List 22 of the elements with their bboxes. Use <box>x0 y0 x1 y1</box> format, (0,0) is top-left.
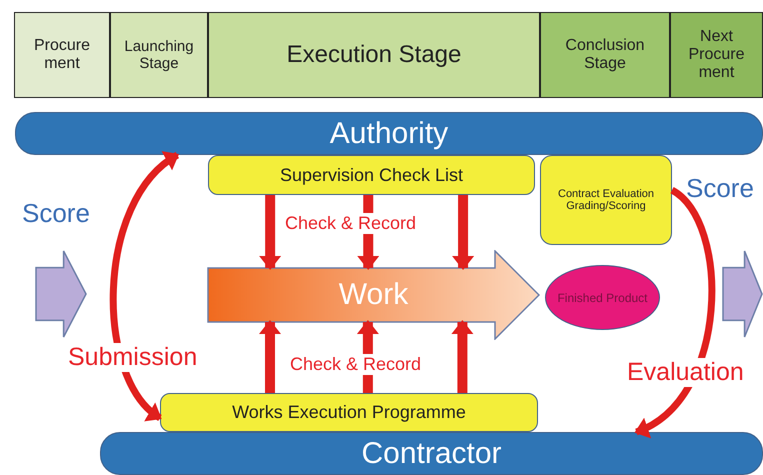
block-arrow <box>722 250 763 338</box>
score-label: Score <box>21 198 91 229</box>
ellipse: Finished Product <box>545 265 660 330</box>
arrow <box>259 195 282 270</box>
arrow <box>259 320 281 393</box>
stage-box: Next Procure ment <box>670 12 763 98</box>
arrow <box>634 187 716 436</box>
process-box: Contract Evaluation Grading/Scoring <box>540 155 672 245</box>
arrow <box>451 320 474 393</box>
process-box: Works Execution Programme <box>160 393 538 432</box>
block-arrow: Work <box>207 250 540 340</box>
arrow <box>110 152 180 421</box>
band: Contractor <box>100 432 763 475</box>
stage-box: Launching Stage <box>110 12 208 98</box>
arrow <box>452 195 474 270</box>
block-arrow <box>35 250 87 338</box>
stage-box: Conclusion Stage <box>540 12 670 98</box>
band: Authority <box>15 112 763 155</box>
score-label: Score <box>685 173 755 204</box>
stage-box: Procure ment <box>14 12 110 98</box>
stage-box: Execution Stage <box>208 12 540 98</box>
process-box: Supervision Check List <box>208 155 535 195</box>
